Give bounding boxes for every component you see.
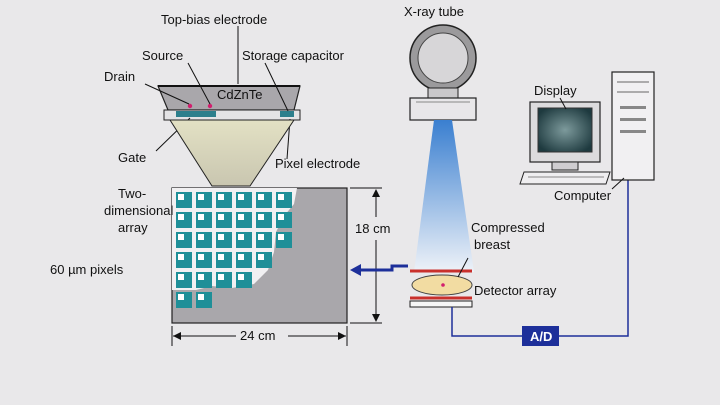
- compressed-label-2: breast: [474, 237, 511, 252]
- pixel-cell-highlight: [178, 214, 184, 220]
- detector-array-label: Detector array: [474, 283, 557, 298]
- signal-arrow: [350, 264, 408, 276]
- computer-system: [519, 71, 655, 190]
- keyboard: [519, 171, 611, 185]
- source-leader: [187, 62, 211, 105]
- monitor-screen: [537, 107, 593, 153]
- tower-case: [611, 71, 655, 181]
- pixel-cell-highlight: [218, 234, 224, 240]
- pixel-cell-highlight: [278, 214, 284, 220]
- ad-path: A/D: [451, 180, 629, 346]
- display-leader: [559, 97, 567, 110]
- compressed-breast-leader: [457, 257, 469, 278]
- pixel-cell-highlight: [198, 234, 204, 240]
- storage-capacitor-leader: [264, 62, 289, 112]
- drain-label: Drain: [104, 69, 135, 84]
- pixel-cell-highlight: [238, 274, 244, 280]
- pixel-cell-highlight: [218, 194, 224, 200]
- pixel-cell-highlight: [178, 234, 184, 240]
- storage-capacitor-electrode: [280, 111, 294, 117]
- two-dimensional-array: [171, 187, 348, 324]
- pixel-cell-highlight: [198, 214, 204, 220]
- pixel-cell-highlight: [278, 234, 284, 240]
- pixels-label: 60 µm pixels: [50, 262, 124, 277]
- pixel-cell-highlight: [198, 254, 204, 260]
- pixel-cell-highlight: [178, 194, 184, 200]
- xray-tube-face: [417, 32, 469, 84]
- tft-electrode: [176, 111, 216, 117]
- height-dimension-label: 18 cm: [355, 221, 390, 236]
- drain-leader: [144, 83, 190, 105]
- pixel-cell-highlight: [238, 214, 244, 220]
- cdznte-label: CdZnTe: [217, 87, 263, 102]
- ad-converter-label: A/D: [530, 329, 552, 344]
- two-dimensional-label-3: array: [118, 220, 148, 235]
- pixel-cell-highlight: [218, 254, 224, 260]
- pixel-cell-highlight: [258, 254, 264, 260]
- monitor-base: [551, 161, 579, 171]
- gate-label: Gate: [118, 150, 146, 165]
- mammography-stack: [409, 257, 473, 308]
- pixel-electrode-label: Pixel electrode: [275, 156, 360, 171]
- compressed-label-1: Compressed: [471, 220, 545, 235]
- pixel-cell-highlight: [218, 274, 224, 280]
- pixel-cell-highlight: [198, 274, 204, 280]
- display-label: Display: [534, 83, 577, 98]
- drain-dot: [187, 103, 193, 109]
- lesion-dot: [441, 283, 445, 287]
- ad-converter-box: [522, 326, 559, 346]
- pixel-cell-highlight: [218, 214, 224, 220]
- pixel-cell-highlight: [178, 294, 184, 300]
- pixel-cell-highlight: [258, 234, 264, 240]
- pixel-cell-highlight: [198, 194, 204, 200]
- xray-collimator: [409, 97, 477, 121]
- two-dimensional-label-2: dimensional: [104, 203, 173, 218]
- pixel-cell-highlight: [258, 214, 264, 220]
- source-dot: [207, 103, 213, 109]
- top-bias-electrode-label: Top-bias electrode: [161, 12, 267, 27]
- computer-leader: [611, 177, 625, 190]
- computer-label: Computer: [554, 188, 612, 203]
- dimension-18cm: 18 cm: [350, 187, 390, 324]
- pixel-cell-highlight: [198, 294, 204, 300]
- width-dimension-label: 24 cm: [240, 328, 275, 343]
- storage-capacitor-label: Storage capacitor: [242, 48, 345, 63]
- pixel-cell-highlight: [178, 254, 184, 260]
- projection-cone: [169, 119, 295, 187]
- detector-housing: [409, 300, 473, 308]
- pixel-cell-highlight: [238, 254, 244, 260]
- pixel-cell-highlight: [238, 234, 244, 240]
- pixel-cell-highlight: [278, 194, 284, 200]
- pixel-grid: [176, 192, 292, 308]
- xray-beam: [414, 120, 474, 272]
- source-label: Source: [142, 48, 183, 63]
- two-dimensional-label-1: Two-: [118, 186, 146, 201]
- pixel-cell-highlight: [258, 194, 264, 200]
- pixel-cell-highlight: [238, 194, 244, 200]
- pixel-cell-highlight: [178, 274, 184, 280]
- dimension-24cm: 24 cm: [171, 326, 348, 346]
- xray-tube: [409, 24, 477, 121]
- xray-tube-label: X-ray tube: [404, 4, 464, 19]
